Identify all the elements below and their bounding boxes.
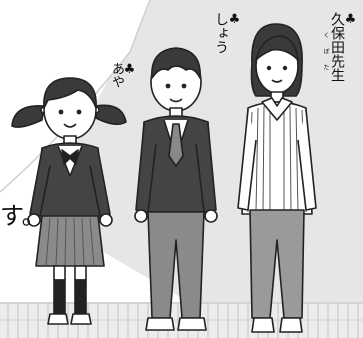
ruby-ta: た	[322, 64, 329, 70]
teacher-figure	[237, 23, 317, 333]
ruby-ku: く	[322, 32, 329, 38]
club-marker-kubota: ♣	[343, 12, 358, 27]
name-label-kubota: ♣ 久保田先生 く ぼ た	[322, 12, 358, 82]
name-kubota: 久保田先生	[329, 12, 345, 82]
club-marker-aya: ♣	[122, 62, 137, 77]
club-marker-shou: ♣	[227, 12, 242, 27]
name-shou: しょう	[213, 12, 229, 54]
boy-figure	[134, 47, 218, 331]
girl-figure	[11, 77, 127, 325]
name-aya: あや	[109, 62, 124, 88]
name-label-aya: ♣ あや	[109, 62, 137, 88]
speech-text-fragment: す。	[0, 202, 46, 230]
ruby-bo: ぼ	[322, 48, 329, 54]
name-label-shou: ♣ しょう	[213, 12, 242, 54]
